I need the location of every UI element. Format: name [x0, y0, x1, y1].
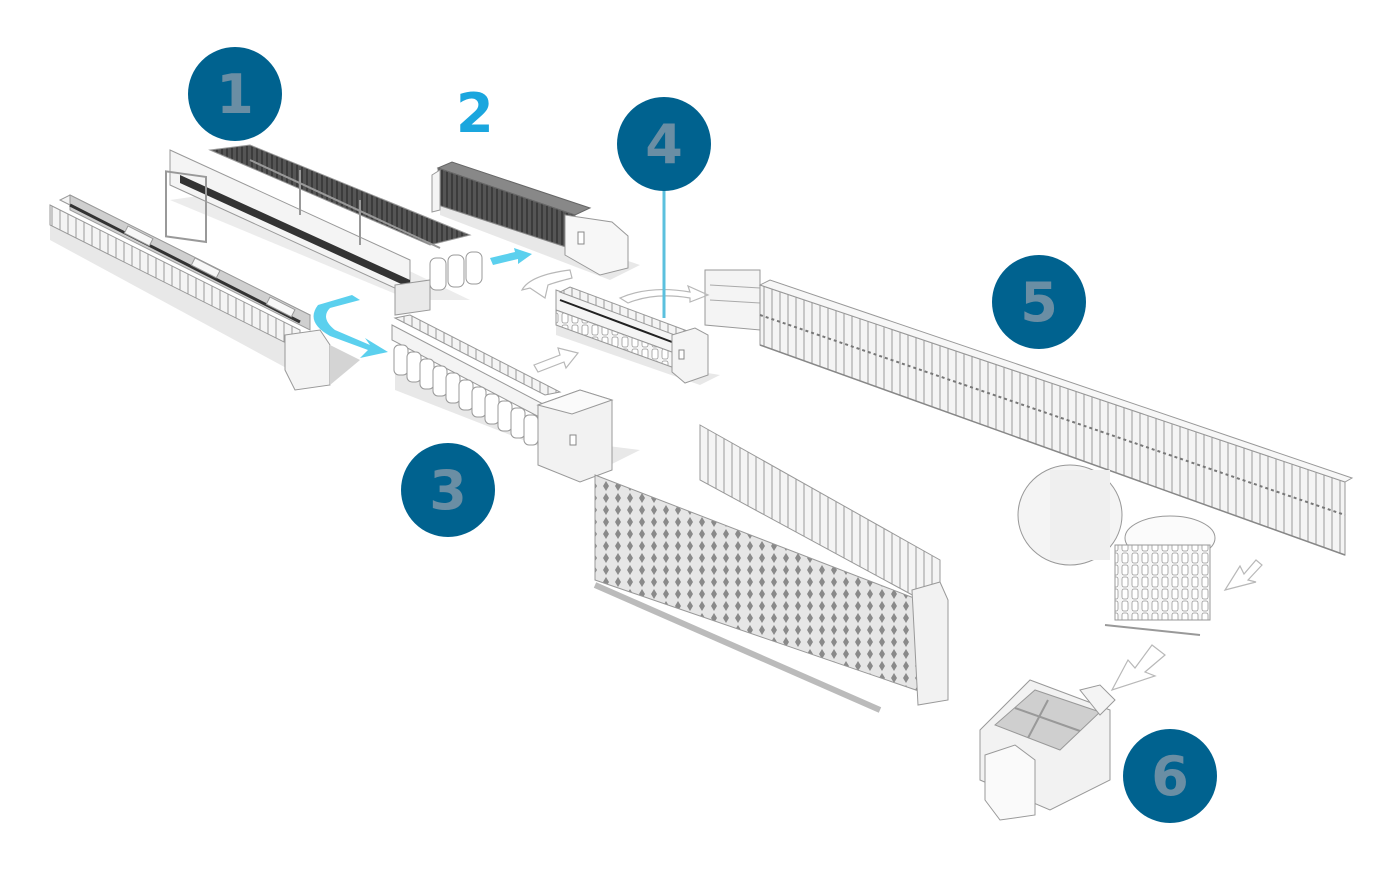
- machine-roving-frame: [555, 286, 720, 385]
- machine-automatic-winder-creel: [593, 424, 949, 713]
- flow-arrow-comber-to-roving: [520, 269, 573, 299]
- machine-yarn-conditioning-autoclave: [1017, 464, 1216, 636]
- step-number-2-highlighted[interactable]: 2: [456, 82, 494, 145]
- step-badge-4[interactable]: 4: [617, 97, 711, 191]
- flow-arrow-drawframe-to-roving: [533, 347, 580, 373]
- flow-arrow-carding-to-drawframe: [313, 295, 388, 358]
- sliver-cans: [393, 344, 539, 446]
- step-number-3: 3: [429, 458, 467, 522]
- flow-arrow-roving-to-ring: [618, 284, 710, 304]
- step-number-5: 5: [1020, 270, 1058, 334]
- step-number-6: 6: [1151, 744, 1189, 808]
- machine-blowroom-line: [49, 194, 360, 391]
- step-number-2: 2: [456, 82, 494, 145]
- machine-carding-line: [165, 144, 483, 316]
- machine-packaging-unit: [979, 679, 1116, 821]
- step-badge-5[interactable]: 5: [992, 255, 1086, 349]
- flow-arrow-autoclave-to-packaging: [1110, 644, 1166, 692]
- machine-comber: [431, 161, 640, 280]
- step-badge-3[interactable]: 3: [401, 443, 495, 537]
- flow-arrow-carding-to-comber: [490, 248, 532, 265]
- machine-ring-spinning-frame: [704, 269, 1354, 556]
- machine-drawframe: [391, 314, 640, 483]
- step-badge-6[interactable]: 6: [1123, 729, 1217, 823]
- step-number-4: 4: [645, 112, 683, 176]
- step-badge-1[interactable]: 1: [188, 47, 282, 141]
- step-number-1: 1: [216, 62, 254, 126]
- flow-arrow-ring-to-autoclave: [1223, 559, 1263, 591]
